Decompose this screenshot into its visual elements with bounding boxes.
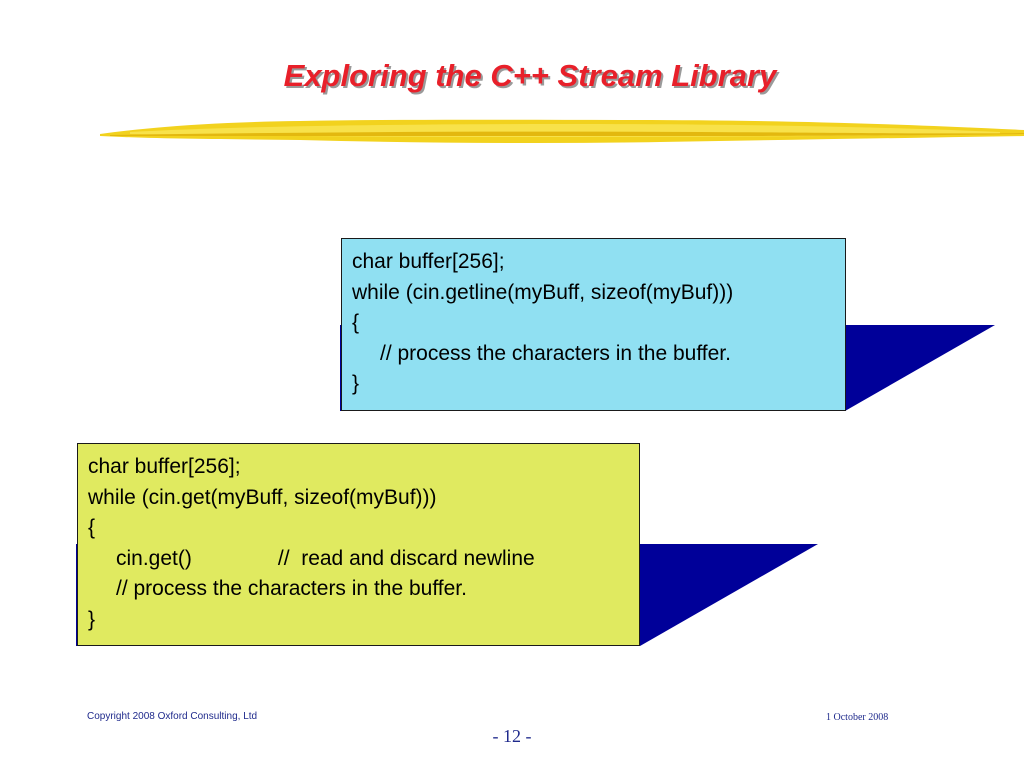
getline-code-box: char buffer[256]; while (cin.getline(myB… (341, 238, 846, 411)
code-statement: cin.get() (116, 546, 192, 570)
slide-title: Exploring the C++ Stream Library (283, 58, 777, 93)
code-line: while (cin.getline(myBuff, sizeof(myBuf)… (352, 280, 734, 304)
code-comment: // read and discard newline (277, 546, 535, 570)
code-line: while (cin.get(myBuff, sizeof(myBuf))) (88, 485, 437, 509)
code-line: } (88, 607, 96, 631)
code-line: { (352, 311, 360, 334)
footer-copyright: Copyright 2008 Oxford Consulting, Ltd (87, 711, 258, 722)
code-line: char buffer[256]; (88, 455, 241, 478)
code-line: // process the characters in the buffer. (380, 341, 731, 365)
code-line-with-comment: cin.get() // read and discard newline (88, 544, 629, 575)
code-line: // process the characters in the buffer. (116, 577, 467, 600)
title-underline-brush (100, 119, 1024, 144)
code-line: { (88, 516, 96, 539)
get-code-box: char buffer[256]; while (cin.get(myBuff,… (77, 443, 640, 646)
footer-date: 1 October 2008 (826, 712, 889, 723)
code-line: char buffer[256]; (352, 250, 505, 273)
page-number: - 12 - (492, 726, 532, 746)
code-line: } (352, 372, 360, 395)
